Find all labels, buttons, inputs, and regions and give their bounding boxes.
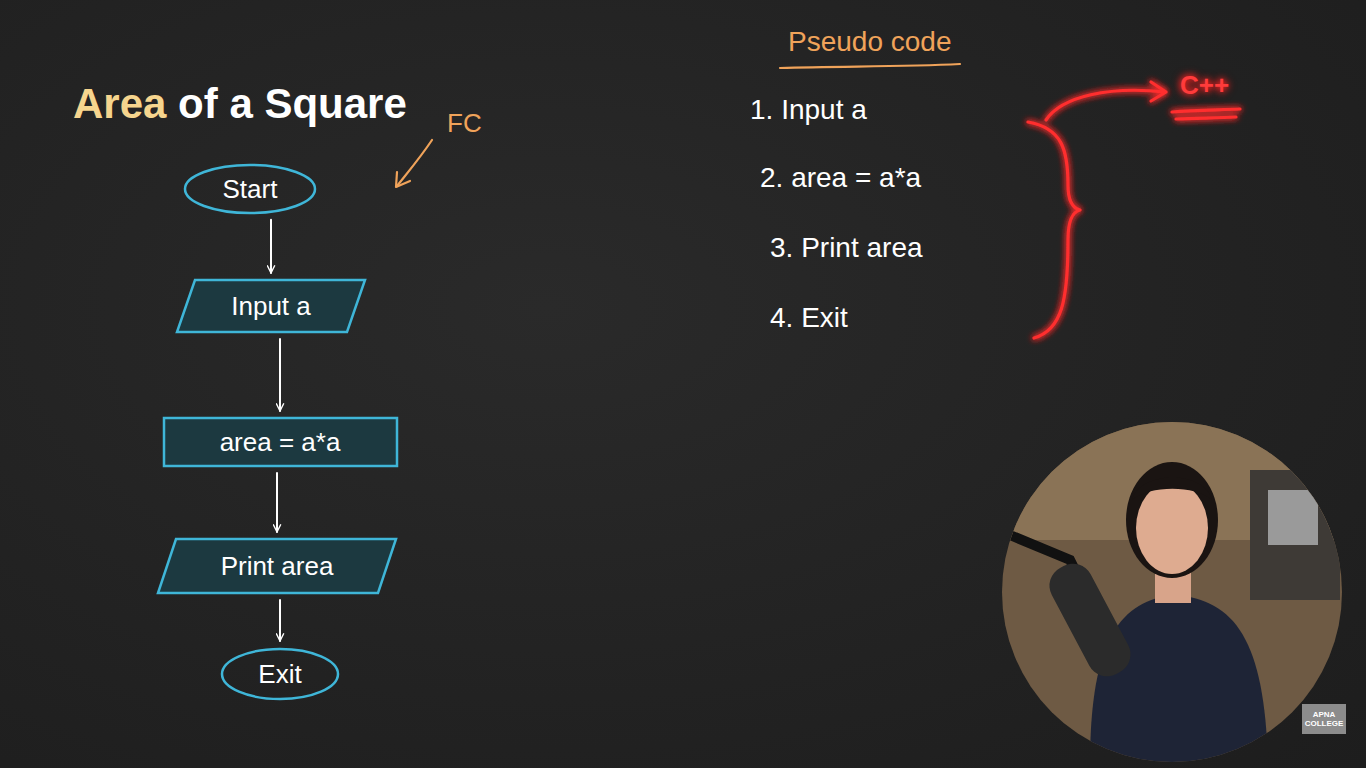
- terminal-ellipse: [185, 165, 315, 213]
- curly-brace: [1028, 122, 1080, 338]
- start-terminal: Start: [183, 163, 317, 215]
- section-heading: Pseudo code: [788, 26, 951, 58]
- flow-arrow: [270, 220, 272, 273]
- video-background: [1000, 420, 1345, 765]
- node-label: area = a*a: [220, 427, 341, 458]
- flow-arrow: [279, 339, 281, 411]
- pointer-arrowhead: [396, 172, 410, 187]
- presenter-fringe: [1132, 478, 1212, 501]
- channel-logo: APNA COLLEGE: [1302, 704, 1346, 734]
- pointer-arrow: [397, 140, 432, 186]
- diagram-title: Area of a Square: [73, 80, 407, 128]
- node-label: Start: [223, 174, 278, 205]
- pseudo-code-step: 2. area = a*a: [760, 162, 921, 194]
- terminal-ellipse: [222, 649, 338, 699]
- language-note: C++: [1180, 70, 1229, 101]
- node-label: Input a: [231, 291, 311, 322]
- process-rect: [164, 418, 397, 466]
- brace-arrow: [1046, 90, 1165, 120]
- cpp-underline: [1172, 109, 1240, 112]
- presenter-hair: [1126, 462, 1218, 578]
- output-box: Print area: [157, 538, 397, 594]
- presenter-video: [1000, 420, 1345, 765]
- exit-terminal: Exit: [220, 647, 340, 701]
- flowchart-note: FC: [447, 108, 482, 139]
- presenter-face: [1136, 482, 1208, 574]
- presenter-shirt: [1090, 595, 1268, 765]
- microphone: [1042, 557, 1137, 684]
- node-label: Print area: [221, 551, 334, 582]
- cpp-underline: [1176, 117, 1236, 119]
- shelf: [1250, 470, 1340, 600]
- heading-underline: [780, 64, 960, 68]
- flow-arrow: [279, 600, 281, 641]
- pseudo-code-step: 1. Input a: [750, 94, 867, 126]
- process-box: area = a*a: [163, 417, 398, 467]
- node-label: Exit: [258, 659, 301, 690]
- io-parallelogram: [177, 280, 365, 332]
- io-parallelogram: [158, 539, 396, 593]
- pseudo-code-step: 3. Print area: [770, 232, 923, 264]
- flow-arrow: [276, 473, 278, 532]
- brace-arrowhead: [1151, 82, 1166, 101]
- pseudo-code-step: 4. Exit: [770, 302, 848, 334]
- award-plaque: [1268, 490, 1318, 545]
- input-box: Input a: [176, 279, 366, 333]
